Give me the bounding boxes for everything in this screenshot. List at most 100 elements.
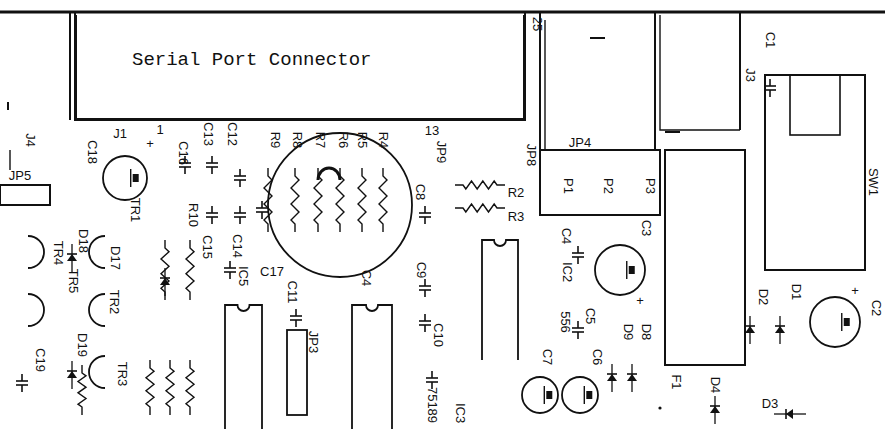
part-designator: C13 <box>202 122 215 146</box>
part-designator: TR3 <box>116 362 129 387</box>
part-designator: IC2 <box>561 262 574 282</box>
part-designator: R5 <box>356 132 369 149</box>
connector-outline <box>544 20 545 150</box>
electrolytic-capacitor <box>522 377 558 413</box>
capacitor-pad <box>544 386 545 404</box>
part-designator: C18 <box>86 140 99 164</box>
network-mark <box>318 168 340 180</box>
transistor-outline <box>28 294 44 326</box>
connector-outline <box>739 12 741 130</box>
part-designator: JP5 <box>9 169 31 182</box>
part-designator: R9 <box>269 132 282 149</box>
connector-box: Serial Port Connector <box>75 15 525 120</box>
capacitor-symbol <box>239 217 241 224</box>
part-designator: C12 <box>226 122 239 146</box>
part-designator: J1 <box>113 127 127 140</box>
capacitor-symbol <box>424 314 426 321</box>
part-designator: R10 <box>187 203 200 227</box>
part-designator: JP9 <box>435 141 448 163</box>
resistor-symbol <box>264 168 272 232</box>
part-designator: R7 <box>314 132 327 149</box>
ic-outline <box>352 305 392 429</box>
part-designator: C4 <box>360 270 373 287</box>
capacitor-symbol <box>769 79 771 86</box>
connector-label: Serial Port Connector <box>132 49 371 71</box>
connector-mark <box>590 37 605 39</box>
capacitor-symbol <box>424 217 426 224</box>
capacitor-symbol <box>261 201 263 208</box>
capacitor-pad <box>844 318 850 326</box>
capacitor-symbol <box>239 169 241 176</box>
part-designator: R6 <box>337 132 350 149</box>
diode-symbol <box>67 370 77 372</box>
diode-symbol <box>627 374 637 381</box>
part-designator: P2 <box>602 178 615 194</box>
part-designator: C11 <box>286 281 299 304</box>
capacitor-pad <box>584 386 585 404</box>
part-designator: C19 <box>34 348 47 372</box>
transistor-outline <box>89 294 105 326</box>
diode-symbol <box>607 373 617 375</box>
capacitor-symbol <box>229 261 231 268</box>
connector-outline <box>539 12 541 150</box>
diode-symbol <box>710 405 720 407</box>
resistor-symbol <box>358 168 366 232</box>
diode-symbol <box>627 373 637 375</box>
part-designator: 25 <box>531 17 544 31</box>
capacitor-symbol <box>211 167 213 174</box>
part-designator: 13 <box>425 124 439 137</box>
capacitor-symbol <box>577 246 579 253</box>
part-designator: C8 <box>414 184 427 201</box>
connector-outline <box>7 102 9 110</box>
part-designator: C10 <box>432 323 445 347</box>
capacitor-symbol <box>424 290 426 297</box>
capacitor-symbol <box>239 206 241 213</box>
part-designator: 556 <box>559 311 572 333</box>
part-designator: IC3 <box>454 403 467 423</box>
part-designator: R4 <box>377 132 390 149</box>
diode-symbol <box>710 406 720 413</box>
part-designator: D19 <box>76 333 89 357</box>
switch-outline <box>790 75 840 135</box>
pad-dot <box>658 406 661 409</box>
ic-outline <box>482 240 518 360</box>
capacitor-symbol <box>295 320 297 327</box>
resistor-symbol <box>186 360 194 415</box>
part-designator: C17 <box>260 265 284 278</box>
part-designator: C2 <box>870 300 883 317</box>
capacitor-symbol <box>211 206 213 213</box>
diode-symbol <box>775 325 785 327</box>
diode-symbol <box>785 409 787 419</box>
part-designator: R2 <box>508 186 525 199</box>
part-designator: D9 <box>622 324 635 341</box>
electrolytic-capacitor <box>595 245 645 295</box>
diode-symbol <box>775 326 785 333</box>
capacitor-symbol <box>577 321 579 328</box>
connector-outline <box>75 12 525 120</box>
electrolytic-capacitor <box>103 156 147 200</box>
part-designator: C3 <box>640 220 653 237</box>
resistor-symbol <box>455 204 505 212</box>
part-designator: C1 <box>764 32 777 49</box>
part-designator: R8 <box>291 132 304 149</box>
part-designator: D17 <box>109 246 122 270</box>
jumper-block <box>540 150 660 215</box>
capacitor-pad <box>133 174 139 182</box>
capacitor-pad <box>546 391 552 399</box>
diode-symbol <box>607 374 617 381</box>
resistor-symbol <box>455 181 505 189</box>
part-designator: C7 <box>541 349 554 366</box>
capacitor-symbol <box>261 212 263 219</box>
part-designator: + <box>146 137 154 150</box>
part-designator: C6 <box>591 349 604 366</box>
diode-symbol <box>786 409 793 419</box>
resistor-network <box>268 133 412 277</box>
connector-outline <box>69 12 71 120</box>
part-designator: J3 <box>744 68 757 82</box>
capacitor-pad <box>629 266 635 274</box>
capacitor-symbol <box>295 309 297 316</box>
transistor-outline <box>89 236 105 268</box>
part-designator: TR1 <box>129 198 142 223</box>
part-designator: TR4 <box>52 241 65 266</box>
